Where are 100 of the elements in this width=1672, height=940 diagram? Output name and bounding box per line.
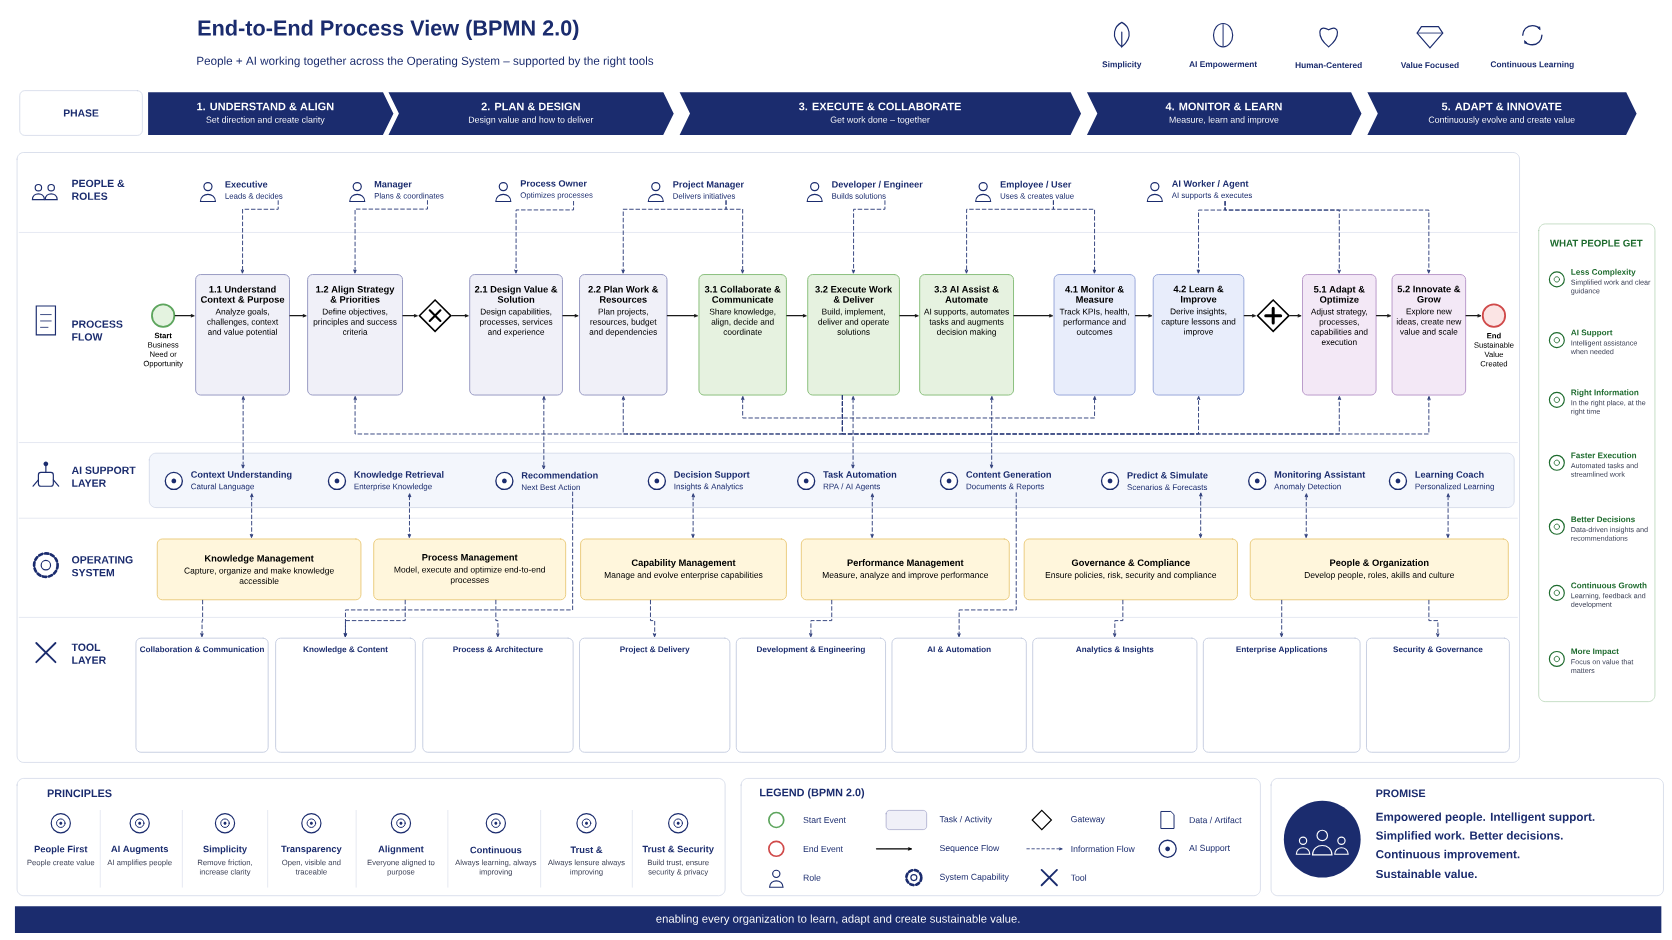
dashed-arrow <box>1280 599 1284 637</box>
dashed-arrow <box>514 200 574 274</box>
sequence-arrow <box>786 313 807 317</box>
dashed-arrow <box>1304 493 1308 538</box>
phase-banner: 3. EXECUTE & COLLABORATE Get work done – together <box>676 89 1084 137</box>
sequence-arrow <box>289 313 307 317</box>
legend-text: System Capability <box>939 873 1009 882</box>
principle-title: People First <box>34 845 88 854</box>
tool-card: AI & Automation <box>891 637 1027 753</box>
dashed-arrow <box>200 599 204 637</box>
capability-box: Performance Management Measure, analyze and improve performance <box>800 538 1010 601</box>
benefit-title: Right Information <box>1571 389 1639 397</box>
tool-card: Process & Architecture <box>422 637 574 753</box>
value-label: Human-Centered <box>1295 61 1362 68</box>
task-box: 4.1 Monitor & Measure Track KPIs, health, performance and outcomes <box>1053 273 1136 396</box>
sequence-arrow <box>666 313 698 317</box>
capability-box: People & Organization Develop people, roles, akills and culture <box>1249 538 1509 601</box>
task-box: 4.2 Learn & Improve Derive insights, capture lessons and improve <box>1152 273 1245 396</box>
value-label: Simplicity <box>1102 60 1142 69</box>
dashed-arrow <box>809 599 833 637</box>
row-heading: OPERATING SYSTEM <box>71 555 133 577</box>
task-box: 3.3 AI Assist & Automate AI supports, automates tasks and augments decision making <box>919 273 1014 396</box>
subtitle: People + AI working together across the Operating System – supported by the right tools <box>197 56 654 68</box>
dashed-arrow <box>725 200 745 274</box>
dashed-arrow <box>241 200 279 274</box>
sequence-arrow <box>174 313 195 317</box>
task-box: 5.1 Adapt & Optimize Adjust strategy, processes, capabilities and execution <box>1302 273 1377 396</box>
panel-heading: LEGEND (BPMN 2.0) <box>760 788 865 799</box>
phase-banner: 5. ADAPT & INNOVATE Continuously evolve and create value <box>1364 89 1639 137</box>
task-box: 1.2 Align Strategy & Priorities Define objectives, principles and success criteria <box>307 273 403 396</box>
sequence-arrow <box>1289 313 1302 317</box>
sequence-arrow <box>1243 313 1256 317</box>
sequence-arrow <box>899 313 919 317</box>
sequence-arrow <box>1013 313 1053 317</box>
header-cell: PHASE <box>19 90 143 136</box>
dashed-arrow <box>343 599 406 637</box>
footer-bar: enabling every organization to learn, adapt and create sustainable value. <box>14 906 1662 933</box>
benefit-title: Less Complexity <box>1571 268 1636 277</box>
dashed-arrow <box>407 493 412 538</box>
tool-card: Knowledge & Content <box>275 637 416 753</box>
legend-text: Data / Artifact <box>1189 816 1242 823</box>
dashed-arrow <box>1224 200 1431 274</box>
tool-card: Enterprise Applications <box>1202 637 1361 753</box>
dashed-arrow <box>870 493 874 538</box>
task-box: 2.2 Plan Work & Resources Plan projects, resources, budget and dependencies <box>579 273 668 396</box>
dashed-arrow <box>1199 492 1203 538</box>
dashed-arrow <box>1446 493 1450 538</box>
benefit-title: More Impact <box>1571 648 1619 656</box>
principle-title: Alignment <box>378 845 424 854</box>
dashed-arrow <box>851 396 855 469</box>
legend-text: AI Support <box>1189 844 1230 853</box>
dashed-arrow <box>650 599 657 637</box>
legend-text: Start Event <box>803 816 846 823</box>
legend-text: Gateway <box>1071 815 1105 824</box>
dashed-arrow <box>495 599 500 637</box>
benefit-title: Continuous Growth <box>1571 582 1647 589</box>
value-label: AI Empowerment <box>1189 61 1257 69</box>
dashed-arrow <box>691 493 695 538</box>
dashed-arrow <box>621 394 843 435</box>
tool-card: Analytics & Insights <box>1032 637 1198 753</box>
value-label: Continuous Learning <box>1490 60 1574 69</box>
title: End-to-End Process View (BPMN 2.0) <box>198 19 579 40</box>
sequence-arrow <box>1375 313 1391 317</box>
capability-box: Governance & Compliance Ensure policies, risk, security and compliance <box>1023 538 1238 601</box>
dashed-arrow <box>241 396 245 469</box>
promise-text: Sustainable value. <box>1376 869 1477 878</box>
principle-title: Transparency <box>281 845 342 854</box>
dashed-arrow <box>1052 200 1097 274</box>
task-box: 3.2 Execute Work & Deliver Build, implement, deliver and operate solutions <box>807 273 900 396</box>
panel-heading: PROMISE <box>1376 789 1426 797</box>
sequence-arrow <box>1134 313 1152 317</box>
dashed-arrow <box>353 199 428 274</box>
sequence-arrow <box>562 313 579 317</box>
event-circle <box>1481 303 1507 328</box>
tool-card: Project & Delivery <box>579 637 731 753</box>
tool-card: Collaboration & Communication <box>135 637 269 753</box>
dashed-arrow <box>852 200 886 274</box>
panel-heading: PRINCIPLES <box>47 789 112 797</box>
sequence-arrow <box>1465 313 1482 317</box>
row-heading: AI SUPPORT LAYER <box>71 466 136 487</box>
task-box: 3.1 Collaborate & Communicate Share knowledge, align, decide and coordinate <box>698 273 787 396</box>
dashed-arrow <box>542 396 546 469</box>
principle-title: Trust & Security <box>642 845 714 854</box>
promise-text: Continuous improvement. <box>1376 849 1520 861</box>
benefit-title: AI Support <box>1571 329 1613 337</box>
dashed-arrow <box>957 492 1017 637</box>
row-heading: PEOPLE & ROLES <box>72 179 125 200</box>
dashed-arrow <box>990 396 994 469</box>
capability-box: Capability Management Manage and evolve enterprise capabilities <box>580 538 787 601</box>
legend-text: Information Flow <box>1071 845 1135 852</box>
benefit-title: Better Decisions <box>1571 516 1635 522</box>
dashed-arrow <box>841 394 1431 435</box>
phase-banner: 4. MONITOR & LEARN Measure, learn and improve <box>1083 89 1364 137</box>
principle-title: Continuous <box>470 846 522 854</box>
tool-card: Security & Governance <box>1365 637 1510 753</box>
task-box: 2.1 Design Value & Solution Design capabilities, processes, services and experience <box>469 273 563 396</box>
dashed-arrow <box>250 493 254 538</box>
legend-text: Tool <box>1070 874 1087 881</box>
phase-banner: 2. PLAN & DESIGN Design value and how to deliver <box>385 89 676 137</box>
promise-text: Empowered people. Intelligent support. <box>1376 812 1595 824</box>
